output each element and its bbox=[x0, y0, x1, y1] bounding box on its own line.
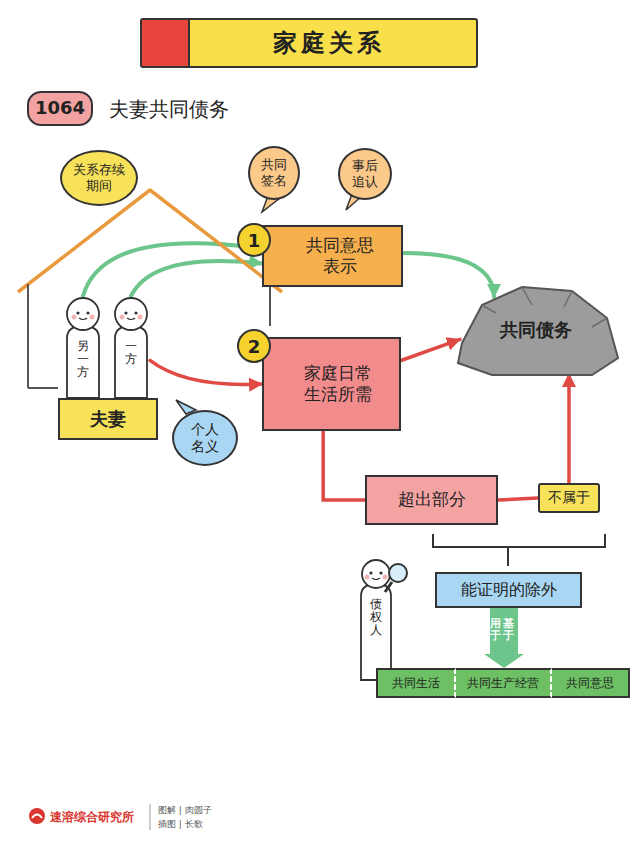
red-connector bbox=[401, 339, 460, 360]
box-text: 夫妻 bbox=[90, 408, 126, 431]
red-connector bbox=[150, 360, 262, 384]
text-box: 共同签名 bbox=[248, 146, 300, 200]
callout-number: 2 bbox=[237, 329, 271, 363]
title-text: 家庭关系 bbox=[273, 27, 385, 59]
footer-credit: 图解 | 肉圆子 bbox=[158, 804, 212, 817]
thick-arrow bbox=[484, 608, 524, 668]
box-text: 能证明的除外 bbox=[461, 580, 557, 600]
title-accent bbox=[142, 20, 190, 66]
text-box: 事后追认 bbox=[338, 148, 392, 200]
rock-shape: 共同债务 bbox=[452, 283, 620, 377]
text-box: 共同意思 bbox=[552, 668, 630, 698]
box-text: 共同债务 bbox=[500, 319, 572, 342]
figure-label: 一方 bbox=[125, 340, 137, 366]
green-arrow bbox=[131, 261, 262, 296]
arrow-label: 基于 bbox=[503, 618, 514, 642]
box-text: 共同意思表示 bbox=[305, 235, 376, 278]
text-box: 个人名义 bbox=[172, 410, 238, 466]
text-box: 能证明的除外 bbox=[435, 572, 582, 608]
footer-credit: 插图 | 长歌 bbox=[158, 818, 203, 831]
callout-number: 1 bbox=[237, 223, 271, 257]
text-box: 夫妻 bbox=[58, 398, 158, 440]
figure-drawing bbox=[356, 558, 414, 682]
box-text: 不属于 bbox=[548, 489, 590, 507]
green-arrow bbox=[403, 253, 494, 297]
box-text: 超出部分 bbox=[398, 489, 466, 510]
period-label: 关系存续期间 bbox=[72, 162, 125, 193]
box-text: 共同生产经营 bbox=[467, 676, 539, 691]
box-text: 个人名义 bbox=[191, 421, 219, 456]
section-heading: 夫妻共同债务 bbox=[109, 95, 229, 122]
text-box: 超出部分 bbox=[365, 475, 498, 525]
red-connector bbox=[323, 431, 365, 500]
red-connector bbox=[567, 374, 571, 483]
logo bbox=[29, 808, 45, 824]
text-box: 不属于 bbox=[538, 483, 600, 513]
box-text: 事后追认 bbox=[352, 158, 378, 191]
green-arrow bbox=[83, 243, 262, 296]
box-text: 共同生活 bbox=[392, 676, 440, 691]
person-figure: 另一方 bbox=[64, 296, 102, 400]
text-box: 家庭日常生活所需 bbox=[262, 337, 401, 431]
text-box: 共同生活 bbox=[376, 668, 456, 698]
figure-label: 另一方 bbox=[77, 340, 89, 380]
box-text: 共同签名 bbox=[261, 157, 287, 190]
footer-brand: 速溶综合研究所 bbox=[50, 809, 134, 826]
roof-bubble: 关系存续期间 bbox=[60, 150, 138, 206]
title-bar: 家庭关系 bbox=[140, 18, 478, 68]
house-frame: 关系存续期间另一方 一方夫妻 bbox=[14, 150, 286, 450]
figure-label: 债权人 bbox=[370, 598, 382, 638]
arrow-label: 用于 bbox=[490, 618, 501, 642]
footer-divider bbox=[150, 804, 151, 830]
text-box: 1064夫妻共同债务 bbox=[27, 91, 93, 126]
text-box: 共同生产经营 bbox=[456, 668, 552, 698]
red-connector bbox=[498, 498, 538, 500]
person-figure: 一方 bbox=[112, 296, 150, 400]
text-box: 共同意思表示 bbox=[262, 225, 403, 287]
box-text: 共同意思 bbox=[566, 676, 614, 691]
bracket bbox=[433, 534, 605, 566]
box-text: 1064 bbox=[35, 97, 85, 120]
logo bbox=[32, 815, 42, 819]
box-text: 家庭日常生活所需 bbox=[303, 363, 374, 406]
person-figure: 债权人 bbox=[356, 558, 414, 682]
